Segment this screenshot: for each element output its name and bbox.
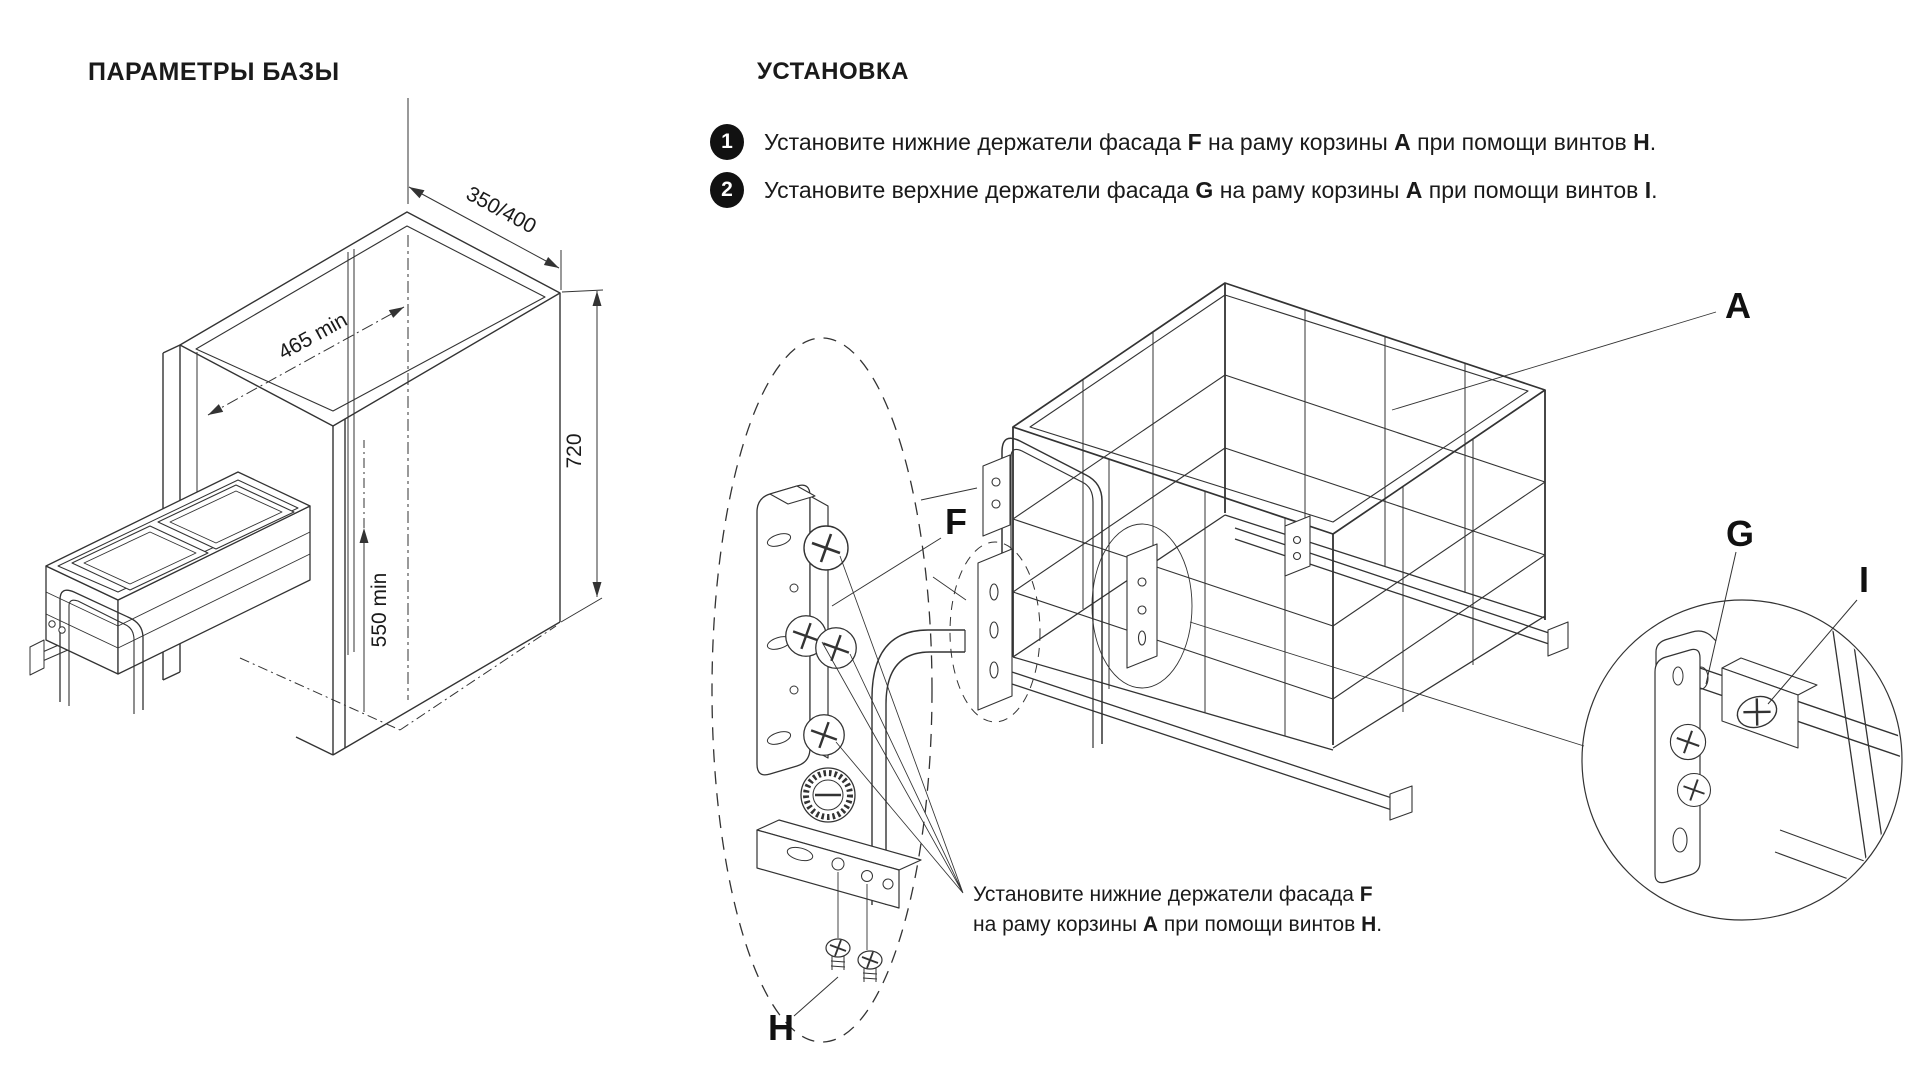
installation-step-2: 2 Установите верхние держатели фасада G … [710,172,1658,208]
dimension-height: 720 [563,433,586,468]
dimension-width: 350/400 [462,182,540,238]
dimension-clearance-min: 550 min [368,573,391,648]
callout-h: H [768,1007,794,1048]
step-1-number-badge: 1 [710,124,744,160]
adjustment-knob [800,767,856,823]
dimension-depth-min: 465 min [275,308,352,364]
detail-caption-line-2: на раму корзины A при помощи винтов H. [973,913,1383,936]
screw-i [1736,695,1778,729]
step-1-text: Установите нижние держатели фасада F на … [764,128,1657,155]
callout-a: A [1725,285,1751,326]
waste-bin-unit-drawing [29,471,311,714]
detail-caption: Установите нижние держатели фасада F на … [973,880,1382,940]
base-parameters-title: ПАРАМЕТРЫ БАЗЫ [88,58,340,86]
basket-frame-drawing [920,282,1585,821]
callout-i: I [1859,559,1869,600]
callout-g: G [1726,513,1754,554]
upper-holder-detail-drawing [1581,551,1903,921]
installation-title: УСТАНОВКА [757,58,909,85]
step-2-text: Установите верхние держатели фасада G на… [764,176,1658,203]
step-2-number-badge: 2 [710,172,744,208]
lower-holder-detail-drawing [711,337,966,1043]
screws-h [825,938,883,982]
installation-step-1: 1 Установите нижние держатели фасада F н… [710,124,1656,160]
dimension-annotations [207,98,604,712]
callout-f: F [945,501,967,542]
fascia-holder-brackets [977,454,1311,711]
detail-caption-line-1: Установите нижние держатели фасада F [973,883,1373,906]
